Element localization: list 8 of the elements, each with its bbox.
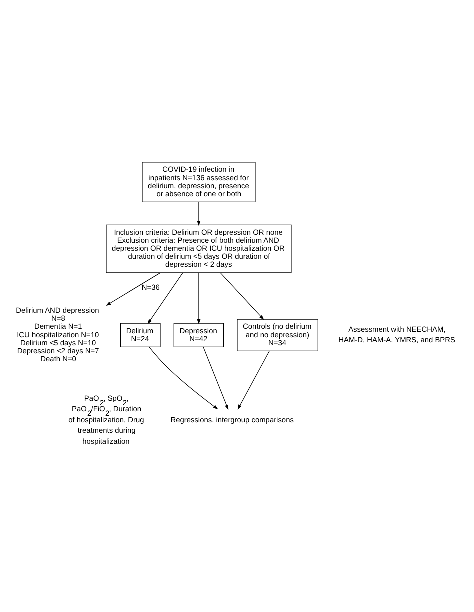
- arrow: [238, 350, 270, 410]
- arrow: [220, 272, 264, 320]
- arrow: [106, 272, 161, 306]
- arrow: [148, 346, 218, 410]
- arrow: [203, 346, 229, 410]
- arrow: [148, 272, 184, 324]
- arrow: [197, 201, 201, 226]
- arrow: [197, 272, 201, 324]
